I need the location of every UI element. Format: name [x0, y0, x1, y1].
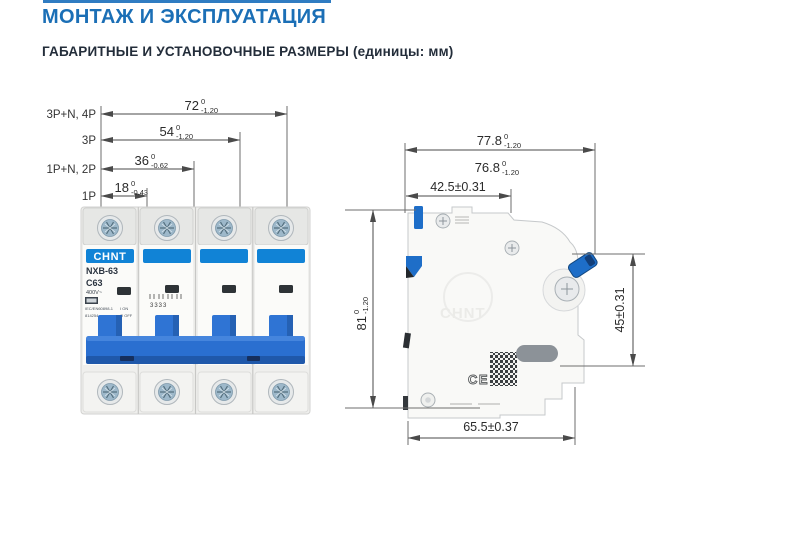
terminal-screw-icon — [210, 378, 238, 406]
status-window — [165, 285, 179, 293]
dim-tol-upper: 0 — [504, 132, 508, 141]
page-title: МОНТАЖ И ЭКСПЛУАТАЦИЯ — [42, 6, 327, 28]
dim-tol-upper: 0 — [201, 97, 205, 106]
side-view-figure: CHNT CE — [345, 132, 645, 445]
dim-value: 42.5±0.31 — [430, 180, 486, 194]
terminal-screw-icon — [96, 214, 124, 242]
breaker-side-photo: CHNT CE — [402, 206, 598, 419]
dim-value: 72 — [185, 98, 199, 113]
emboss-logo-mark — [443, 272, 493, 322]
din-release-slot — [516, 345, 558, 362]
dim-height: 81 0 -1.20 — [345, 209, 480, 409]
status-window — [117, 287, 131, 295]
module-label-block: NXB-63 C63 400V~ IEC/EN60898-1 814254 I … — [85, 266, 133, 318]
dim-width-1pn-2p: 1P+N, 2P 36 0 -0.62 — [46, 152, 195, 207]
off-mark: O OFF — [120, 313, 133, 318]
dim-tol-lower: -1.20 — [201, 106, 218, 115]
dim-tol-upper: 0 — [176, 123, 180, 132]
dim-depth-total: 77.8 0 -1.20 — [404, 132, 596, 254]
on-mark: I ON — [120, 306, 128, 311]
pole-config-label: 1P+N, 2P — [46, 164, 96, 176]
dim-value: 45±0.31 — [613, 287, 627, 332]
front-view-figure: 3P+N, 4P 72 0 -1.20 3P 54 0 -1.20 1P+N, … — [46, 97, 311, 415]
dim-width-3p: 3P 54 0 -1.20 — [82, 123, 241, 207]
dim-tol-lower: -0.43 — [131, 188, 148, 197]
dim-value: 36 — [135, 153, 149, 168]
din-clip-blue — [406, 256, 422, 277]
dim-tol-upper: 0 — [151, 152, 155, 161]
case-screw-icon — [504, 240, 520, 256]
ce-mark: CE — [468, 372, 489, 387]
dim-value: 18 — [115, 180, 129, 195]
voltage-text: 400V~ — [86, 290, 102, 296]
pole-config-label: 3P — [82, 135, 96, 147]
brand-logo: CHNT — [94, 251, 127, 263]
dim-value: 77.8 — [477, 133, 502, 148]
dim-front-height: 45±0.31 — [560, 253, 645, 367]
module-bands: CHNT — [86, 249, 305, 263]
dim-width-1p: 1P 18 0 -0.43 — [82, 179, 148, 207]
terminal-screw-icon — [153, 214, 181, 242]
page-subtitle: ГАБАРИТНЫЕ И УСТАНОВОЧНЫЕ РАЗМЕРЫ (едини… — [42, 44, 454, 59]
dim-tol-lower: -1.20 — [504, 141, 521, 150]
dim-tol-lower: -1.20 — [176, 132, 193, 141]
section-divider-line — [43, 0, 331, 3]
vent-slits — [455, 216, 469, 224]
din-latch — [402, 332, 411, 349]
status-window — [279, 285, 293, 293]
terminal-screw-icon — [96, 378, 124, 406]
qr-code — [490, 352, 517, 386]
terminal-screw-icon — [267, 378, 295, 406]
dim-value: 81 — [354, 316, 369, 330]
dim-value: 54 — [160, 124, 174, 139]
standard-text: IEC/EN60898-1 — [85, 306, 114, 311]
terminal-screw-icon — [267, 214, 295, 242]
breaker-front-photo: CHNT NXB-63 C63 400V~ IEC/EN60898-1 8142… — [80, 206, 311, 415]
dim-top-depth: 42.5±0.31 — [405, 180, 512, 213]
status-window — [222, 285, 236, 293]
dim-tol-lower: -1.20 — [502, 168, 519, 177]
dim-value: 76.8 — [475, 160, 500, 175]
dim-tol-upper: 0 — [131, 179, 135, 188]
dim-tol-lower: -1.20 — [361, 297, 370, 314]
model-text: NXB-63 — [86, 266, 118, 276]
dim-width-3pn-4p: 3P+N, 4P 72 0 -1.20 — [46, 97, 288, 207]
dim-depth-body: 76.8 0 -1.20 — [475, 159, 519, 177]
terminal-screw-icon — [210, 214, 238, 242]
dim-value: 65.5±0.37 — [463, 420, 519, 434]
pole-config-label: 3P+N, 4P — [46, 109, 96, 121]
svg-text:3333: 3333 — [150, 303, 167, 309]
din-clip-blue — [414, 206, 423, 229]
dim-bottom-depth: 65.5±0.37 — [407, 387, 576, 445]
emboss-brand-text: CHNT — [440, 305, 486, 322]
toggle-handle — [567, 252, 598, 278]
toggle-assembly — [86, 315, 305, 364]
pole-config-label: 1P — [82, 191, 96, 203]
rating-text: C63 — [86, 278, 103, 288]
dim-tol-upper: 0 — [502, 159, 506, 168]
terminal-screw-icon — [153, 378, 181, 406]
din-latch — [403, 396, 408, 410]
case-screw-icon — [435, 213, 451, 229]
article-text: 814254 — [85, 313, 99, 318]
dim-tol-upper: 0 — [352, 310, 361, 314]
dim-tol-lower: -0.62 — [151, 161, 168, 170]
pole-marks: 3333 — [149, 294, 182, 309]
